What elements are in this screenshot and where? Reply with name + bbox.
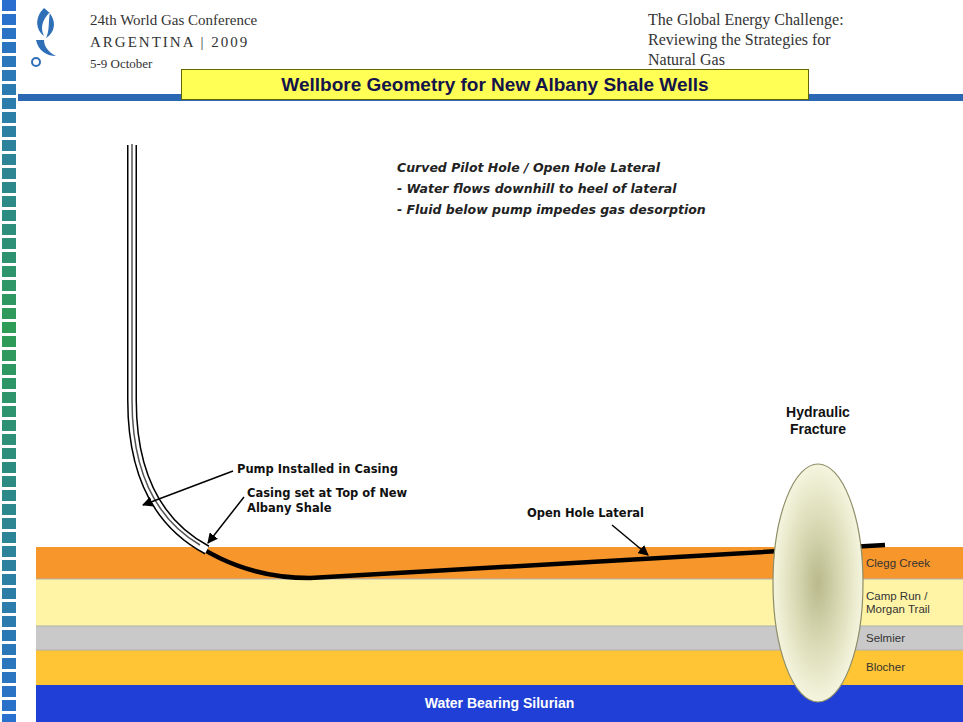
stripe-block	[2, 658, 16, 669]
title-box: Wellbore Geometry for New Albany Shale W…	[181, 69, 809, 100]
fracture-label: Hydraulic Fracture	[770, 404, 866, 438]
stripe-block	[2, 616, 16, 627]
stripe-block	[2, 714, 16, 722]
slide-title: Wellbore Geometry for New Albany Shale W…	[281, 74, 708, 96]
stripe-block	[2, 686, 16, 697]
stripe-block	[2, 532, 16, 543]
side-stripe-bar	[2, 0, 16, 722]
stripe-block	[2, 28, 16, 39]
stripe-block	[2, 98, 16, 109]
fracture-ellipse-outline	[773, 464, 863, 702]
callout-label: Open Hole Lateral	[527, 506, 644, 520]
stripe-block	[2, 560, 16, 571]
conference-date: 5-9 October	[90, 56, 152, 72]
stripe-block	[2, 280, 16, 291]
stripe-block	[2, 476, 16, 487]
conference-logo	[32, 8, 56, 66]
leader-arrow	[612, 525, 648, 555]
stripe-block	[2, 420, 16, 431]
stripe-block	[2, 252, 16, 263]
stripe-block	[2, 0, 16, 11]
stripe-block	[2, 196, 16, 207]
conference-name: 24th World Gas Conference	[90, 12, 257, 29]
stripe-block	[2, 308, 16, 319]
stripe-block	[2, 364, 16, 375]
strata-band: Clegg Creek	[866, 547, 960, 579]
stripe-block	[2, 574, 16, 585]
leader-arrow	[208, 497, 244, 543]
stripe-block	[2, 406, 16, 417]
note-line: - Water flows downhill to heel of latera…	[397, 181, 677, 196]
stripe-block	[2, 588, 16, 599]
stripe-block	[2, 546, 16, 557]
strata-band: Camp Run / Morgan Trail	[866, 579, 960, 626]
stripe-block	[2, 350, 16, 361]
formation-name: Selmier	[866, 632, 905, 645]
formation-name: Clegg Creek	[866, 557, 930, 570]
stripe-block	[2, 84, 16, 95]
conference-theme: The Global Energy Challenge: Reviewing t…	[648, 10, 853, 70]
note-heading: Curved Pilot Hole / Open Hole Lateral	[397, 160, 660, 175]
casing-bore	[132, 144, 207, 550]
stripe-block	[2, 518, 16, 529]
formation-name: Camp Run / Morgan Trail	[866, 590, 960, 616]
stripe-block	[2, 462, 16, 473]
strata-band: Selmier	[866, 626, 960, 650]
stripe-block	[2, 294, 16, 305]
stripe-block	[2, 168, 16, 179]
stripe-block	[2, 602, 16, 613]
callout-label: Casing set at Top of New Albany Shale	[247, 486, 419, 516]
stripe-block	[2, 224, 16, 235]
stripe-block	[2, 210, 16, 221]
stripe-block	[2, 42, 16, 53]
stripe-block	[2, 154, 16, 165]
fracture-ellipse: Hydraulic Fracture	[770, 404, 866, 704]
stripe-block	[2, 490, 16, 501]
pump-tubing	[132, 144, 200, 545]
fracture-shape	[770, 462, 866, 704]
content-panel	[36, 101, 963, 722]
stripe-block	[2, 56, 16, 67]
formation-name: Blocher	[866, 661, 905, 674]
note-line: - Fluid below pump impedes gas desorptio…	[397, 202, 706, 217]
stripe-block	[2, 700, 16, 711]
stripe-block	[2, 434, 16, 445]
stripe-block	[2, 672, 16, 683]
stripe-block	[2, 14, 16, 25]
stripe-block	[2, 644, 16, 655]
conference-place: ARGENTINA | 2009	[90, 34, 249, 51]
casing-wall	[132, 145, 207, 550]
stripe-block	[2, 336, 16, 347]
stripe-block	[2, 140, 16, 151]
strata-band: Blocher	[866, 650, 960, 685]
stripe-block	[2, 70, 16, 81]
stripe-block	[2, 392, 16, 403]
stripe-block	[2, 378, 16, 389]
stripe-block	[2, 630, 16, 641]
stripe-block	[2, 112, 16, 123]
stripe-block	[2, 504, 16, 515]
leader-arrow	[143, 471, 233, 505]
formation-name-banner: Water Bearing Silurian	[425, 695, 575, 712]
stripe-block	[2, 448, 16, 459]
stripe-block	[2, 238, 16, 249]
stripe-block	[2, 322, 16, 333]
stripe-block	[2, 182, 16, 193]
stripe-block	[2, 126, 16, 137]
callout-label: Pump Installed in Casing	[237, 462, 398, 476]
stripe-block	[2, 266, 16, 277]
